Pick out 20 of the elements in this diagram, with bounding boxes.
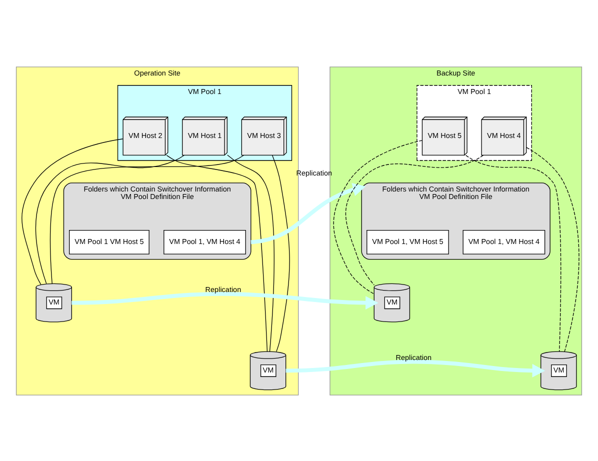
connector: [466, 154, 562, 352]
connector: [227, 154, 274, 352]
node-box: VM Pool 1, VM Host 4: [164, 230, 246, 254]
arrow: [286, 359, 546, 377]
arrow: [72, 291, 378, 310]
arrow: [250, 182, 366, 244]
edge-label: Replication: [296, 168, 332, 178]
connector: [526, 146, 580, 352]
edge-label: Replication: [396, 352, 432, 362]
node-box: VM Pool 1, VM Host 4: [462, 230, 546, 254]
node-box: VM Pool 1 VM Host 5: [69, 230, 150, 254]
connector: [272, 154, 290, 352]
node-box: VM Pool 1, VM Host 5: [366, 230, 449, 254]
edge-label: Replication: [205, 284, 242, 294]
connector: [50, 154, 244, 284]
connector: [345, 154, 484, 285]
connector: [35, 154, 185, 284]
connector: [166, 154, 268, 352]
connector: [333, 140, 423, 294]
connector: [22, 138, 124, 284]
